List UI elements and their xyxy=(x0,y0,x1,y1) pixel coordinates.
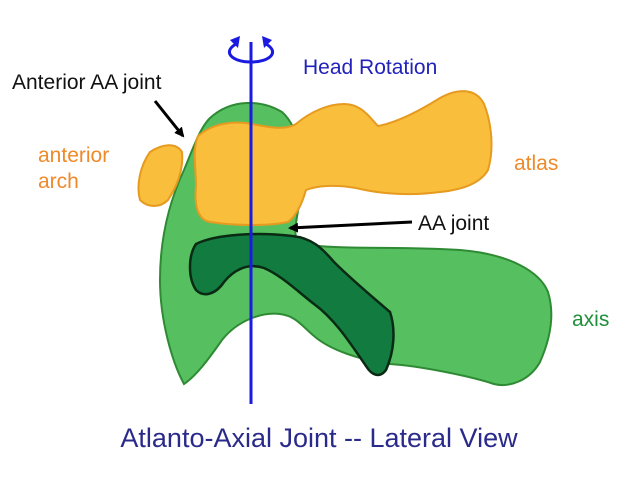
atlas-label: atlas xyxy=(514,152,558,175)
anterior-aa-joint-arrow xyxy=(153,100,185,138)
dens-channel xyxy=(188,232,395,377)
anterior-arch-bone xyxy=(137,144,184,207)
head-rotation-label: Head Rotation xyxy=(303,56,437,79)
rotation-arrow-icon xyxy=(228,36,274,64)
aa-joint-label: AA joint xyxy=(418,212,489,235)
diagram-caption: Atlanto-Axial Joint -- Lateral View xyxy=(120,423,518,453)
anterior-arch-label-line1: anterior xyxy=(38,144,109,167)
anterior-aa-joint-label: Anterior AA joint xyxy=(12,71,162,94)
axis-label: axis xyxy=(572,308,609,331)
aa-joint-arrow xyxy=(288,220,413,233)
anterior-arch-label-line2: arch xyxy=(38,170,79,193)
atlas-bone xyxy=(193,90,493,226)
